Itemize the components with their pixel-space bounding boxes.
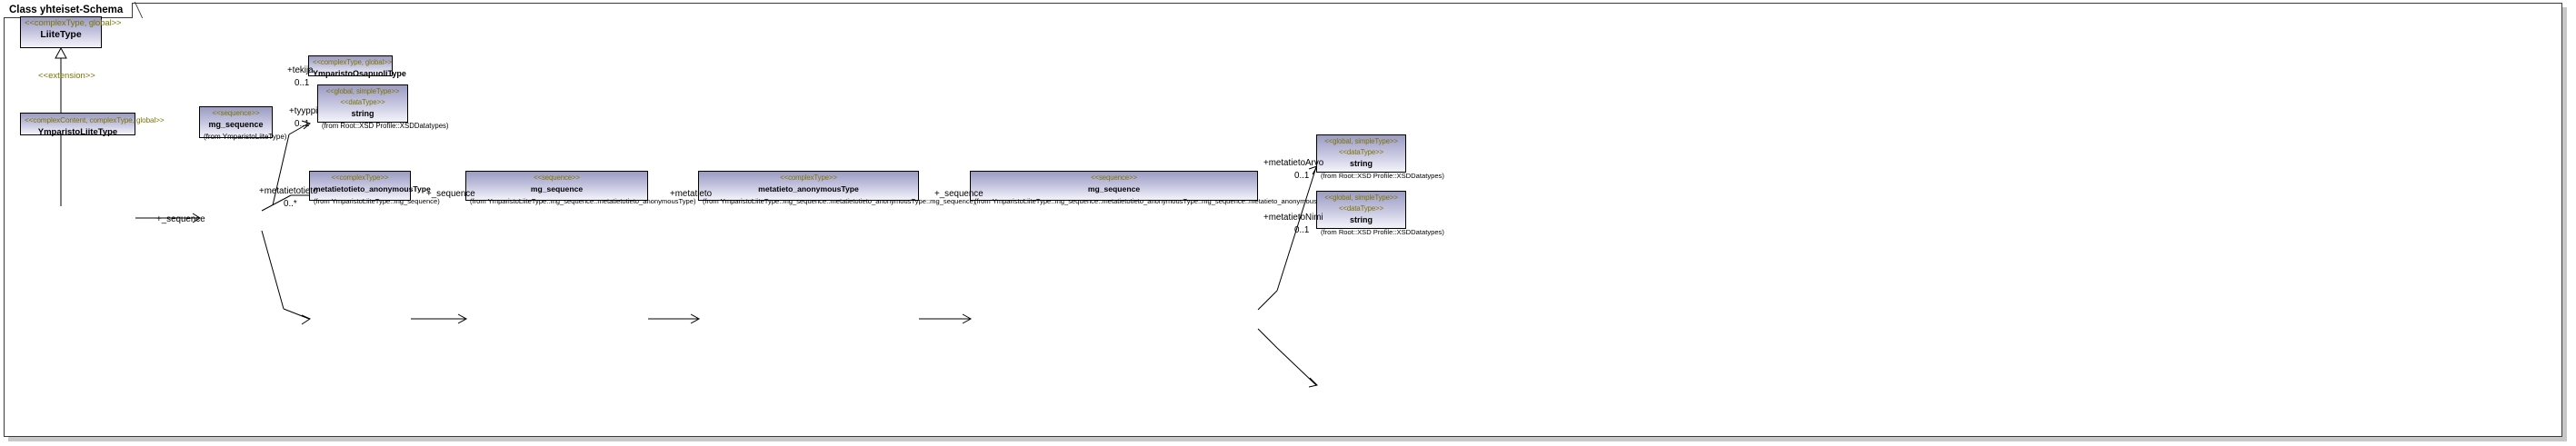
edge-role-sequence-1: +_sequence [156, 214, 205, 224]
class-box-ymparistoliitetype[interactable]: <<complexContent, complexType, global>> … [20, 113, 165, 137]
edge-role-metatietotieto: +metatietotieto [259, 186, 318, 196]
class-box-mg-sequence-1[interactable]: <<sequence>> mg_sequence (from Ymparisto… [199, 106, 286, 141]
edge-role-metatietonimi: +metatietoNimi [1263, 213, 1323, 223]
stereotype: <<complexType, global>> [313, 58, 392, 66]
edge-role-sequence-3: +_sequence [934, 189, 983, 199]
edge-mult-tekija: 0..1 [295, 78, 310, 88]
stereotype-datatype: <<dataType>> [1338, 204, 1384, 213]
stereotype: <<sequence>> [1091, 173, 1137, 182]
class-from: (from Root::XSD Profile::XSDDatatypes) [1321, 172, 1444, 180]
edge-role-tekija: +tekija [287, 65, 314, 75]
edge-label-extension: <<extension>> [38, 71, 95, 81]
edge-role-sequence-2: +_sequence [426, 189, 475, 199]
class-name: mg_sequence [530, 184, 584, 193]
stereotype: <<complexType>> [780, 173, 837, 182]
class-from: (from Root::XSD Profile::XSDDatatypes) [1321, 228, 1444, 236]
class-from: (from Root::XSD Profile::XSDDatatypes) [322, 122, 449, 130]
stereotype: <<complexType, global>> [25, 18, 122, 28]
class-name: string [351, 109, 374, 118]
class-name: string [1349, 159, 1373, 168]
class-box-string-metatietoarvo[interactable]: <<global, simpleType>> <<dataType>> stri… [1316, 134, 1444, 180]
edge-mult-metatietonimi: 0..1 [1294, 225, 1310, 235]
stereotype: <<global, simpleType>> [1324, 137, 1398, 145]
class-box-string-tyyppi[interactable]: <<global, simpleType>> <<dataType>> stri… [317, 84, 449, 130]
class-name: metatietotieto_anonymousType [314, 184, 431, 193]
class-box-metatietotieto-anonymoustype[interactable]: <<complexType>> metatietotieto_anonymous… [309, 171, 440, 205]
edge-mult-metatietotieto: 0..* [284, 199, 297, 209]
class-name: LiiteType [40, 29, 82, 40]
class-from: (from YmparistoLiiteType::mg_sequence::m… [703, 197, 976, 205]
class-from: (from YmparistoLiiteType::mg_sequence::m… [470, 197, 696, 205]
class-from: (from YmparistoLiiteType::mg_sequence::m… [974, 197, 1334, 205]
class-from: (from YmparistoLiiteType::mg_sequence) [314, 197, 440, 205]
class-name: YmparistoOsapuoliType [313, 69, 406, 78]
stereotype-datatype: <<dataType>> [1338, 148, 1384, 156]
class-name: YmparistoLiiteType [37, 127, 118, 137]
class-from: (from YmparistoLiiteType) [204, 133, 287, 141]
edge-role-metatieto: +metatieto [670, 189, 713, 199]
edge-role-metatietoarvo: +metatietoArvo [1263, 158, 1324, 168]
stereotype: <<complexContent, complexType, global>> [25, 116, 165, 124]
edge-mult-tyyppi: 0..1 [295, 119, 310, 129]
stereotype: <<sequence>> [212, 109, 260, 117]
class-box-string-metatietonimi[interactable]: <<global, simpleType>> <<dataType>> stri… [1316, 191, 1444, 236]
edge-role-tyyppi: +tyyppi [289, 106, 318, 116]
class-name: mg_sequence [1087, 184, 1141, 193]
class-name: mg_sequence [208, 120, 264, 129]
class-box-metatieto-anonymoustype[interactable]: <<complexType>> metatieto_anonymousType … [698, 171, 975, 205]
stereotype: <<global, simpleType>> [325, 87, 400, 95]
class-box-ymparistoosapuolitype[interactable]: <<complexType, global>> YmparistoOsapuol… [308, 55, 406, 78]
stereotype: <<complexType>> [331, 173, 389, 182]
edge-mult-metatietoarvo: 0..1 [1294, 171, 1310, 181]
stereotype: <<sequence>> [534, 173, 580, 182]
stereotype-datatype: <<dataType>> [340, 98, 385, 106]
class-box-mg-sequence-2[interactable]: <<sequence>> mg_sequence (from Ymparisto… [465, 171, 695, 205]
stereotype: <<global, simpleType>> [1324, 193, 1398, 202]
class-name: string [1349, 215, 1373, 224]
class-name: metatieto_anonymousType [758, 184, 859, 193]
class-box-liitetype[interactable]: <<complexType, global>> LiiteType [20, 16, 122, 48]
class-box-mg-sequence-3[interactable]: <<sequence>> mg_sequence (from Ymparisto… [970, 171, 1334, 205]
